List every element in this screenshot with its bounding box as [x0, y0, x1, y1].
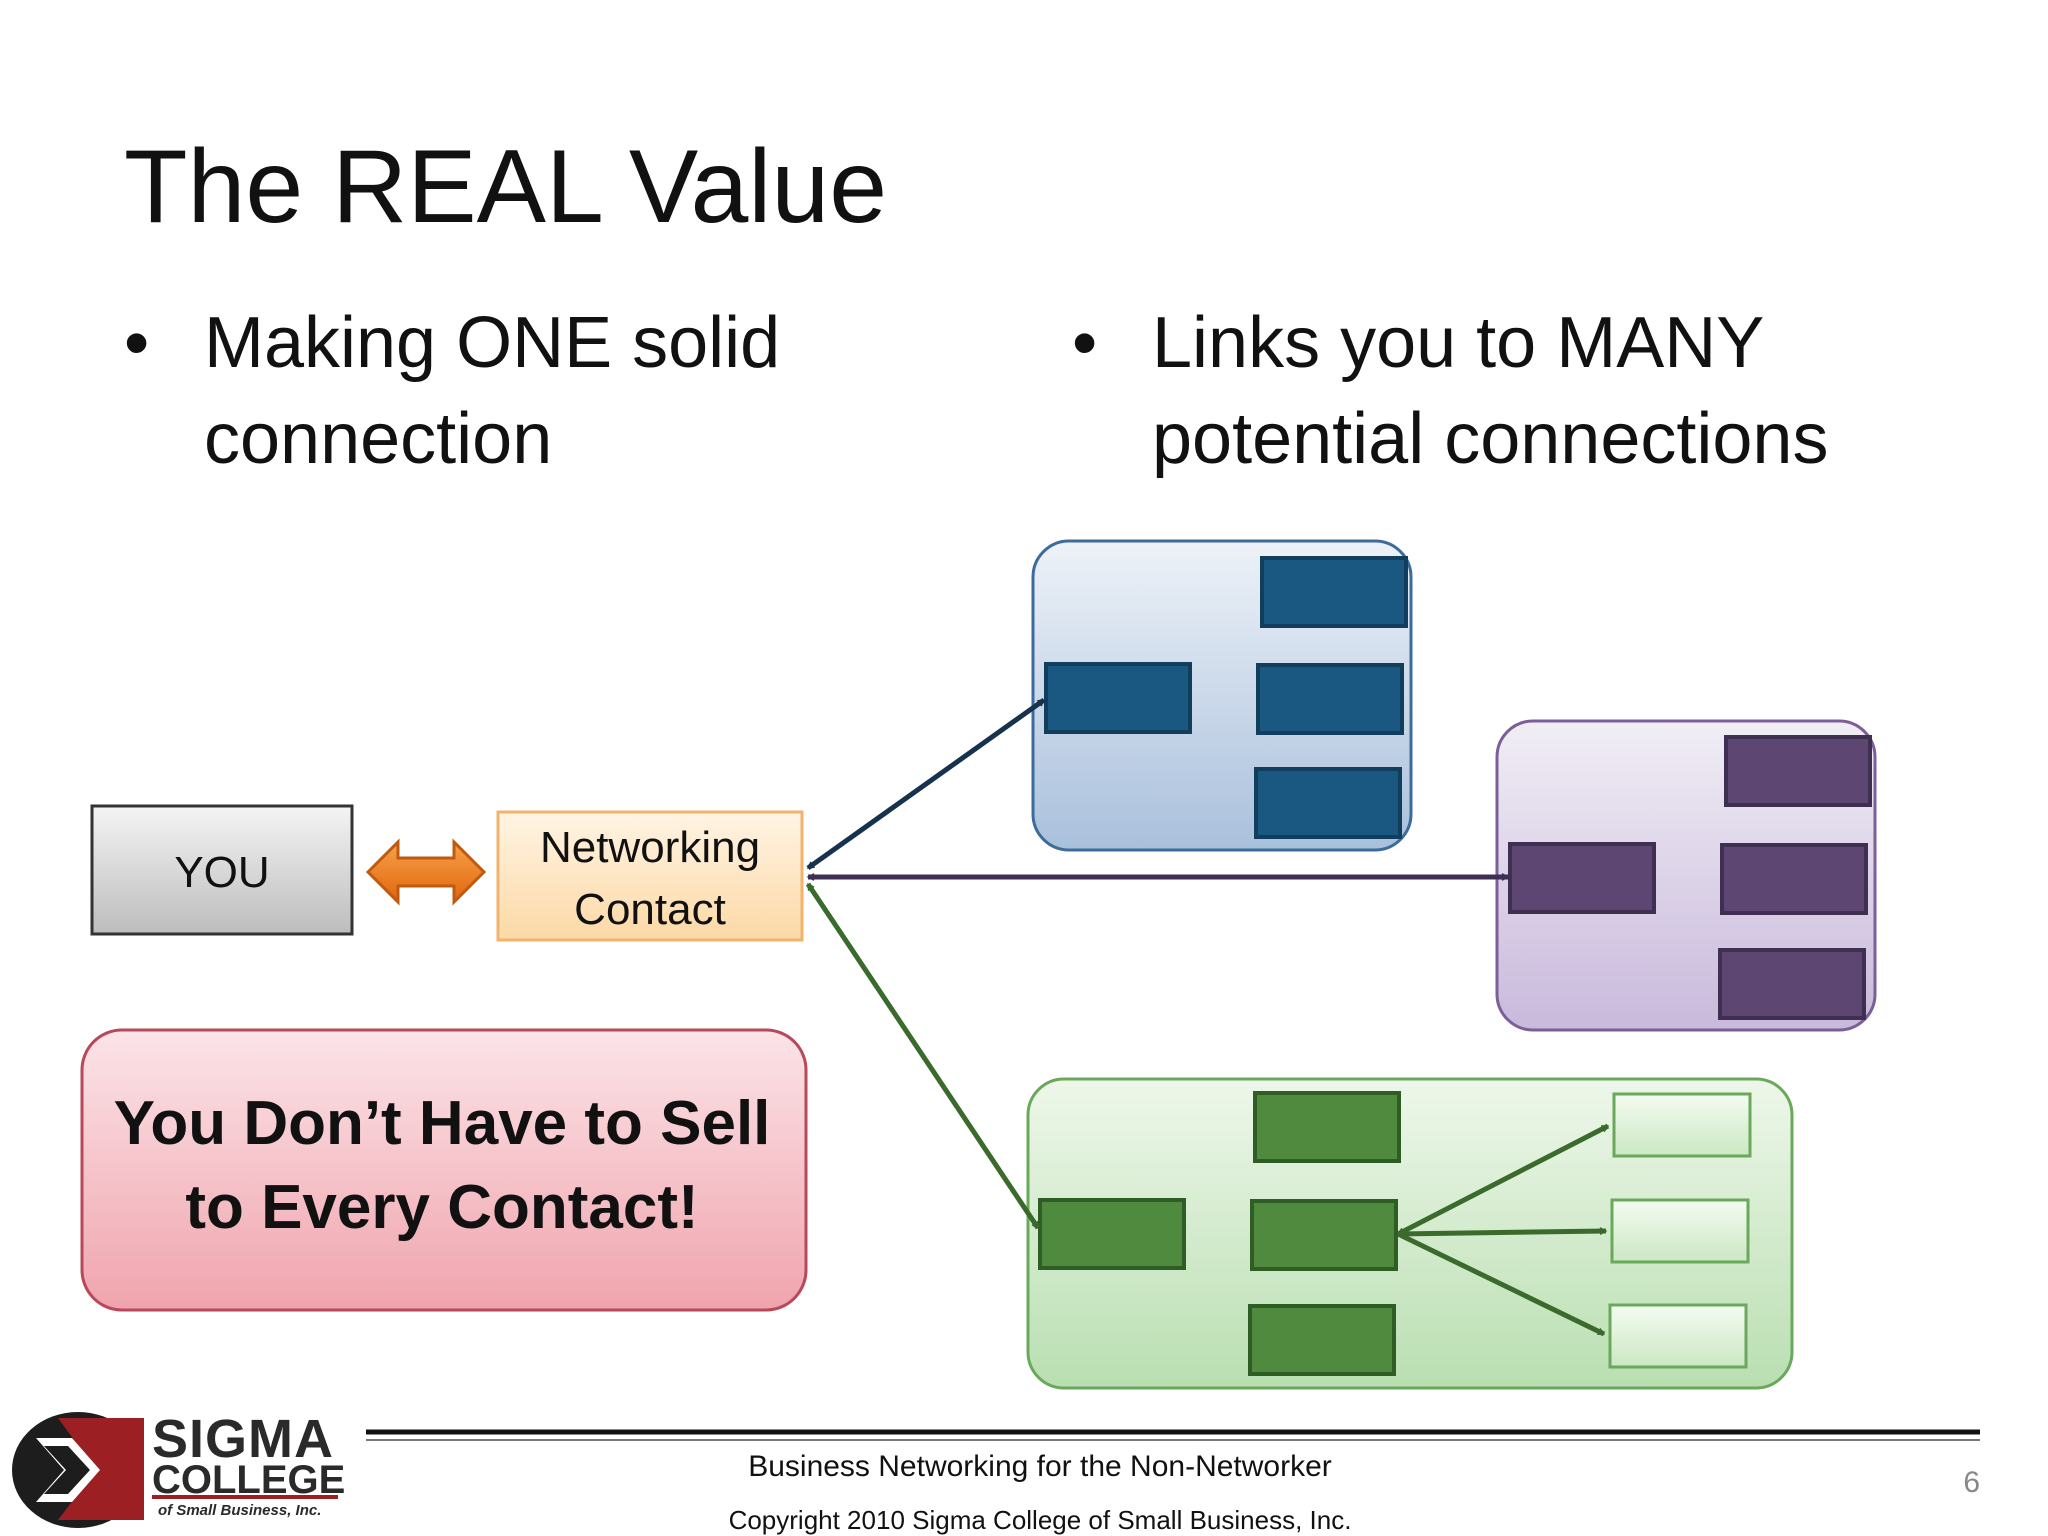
callout-line: You Don’t Have to Sell — [113, 1089, 771, 1158]
connector-green-sub — [1398, 1123, 1608, 1237]
blue-contact-box — [1044, 662, 1192, 734]
connector-green-sub — [1396, 1231, 1604, 1337]
you-node: YOU — [90, 804, 354, 936]
green-contact-box — [1250, 1199, 1398, 1271]
contact-label-line: Contact — [574, 885, 726, 934]
logo-tagline: of Small Business, Inc. — [158, 1502, 322, 1519]
green-sub-contact-box — [1608, 1303, 1748, 1369]
sigma-logo-icon — [12, 1412, 338, 1528]
blue-contact-box — [1260, 556, 1408, 628]
callout-line: to Every Contact! — [185, 1173, 699, 1242]
purple-contact-box — [1508, 842, 1656, 914]
footer-title: Business Networking for the Non-Networke… — [748, 1450, 1332, 1483]
logo-wordmark-college: COLLEGE — [152, 1458, 346, 1502]
green-sub-contact-box — [1610, 1198, 1750, 1264]
bullet-text-line: potential connections — [1152, 399, 1829, 479]
blue-contact-box — [1254, 767, 1402, 839]
connector-green — [805, 882, 1041, 1230]
you-label: YOU — [174, 848, 269, 897]
bullet-many-connections: • Links you to MANY potential connection… — [1072, 295, 2032, 495]
bullet-text-line: Links you to MANY — [1152, 303, 1765, 383]
connector-blue — [806, 697, 1046, 871]
bullet-text-line: Making ONE solid — [204, 303, 781, 383]
purple-contact-group — [1495, 719, 1877, 1032]
bullet-text-line: connection — [204, 399, 553, 479]
contact-label-line: Networking — [540, 823, 760, 872]
green-contact-box — [1253, 1091, 1401, 1163]
bullet-one-solid-connection: • Making ONE solid connection — [124, 295, 1024, 495]
networking-contact-node: Networking Contact — [496, 810, 804, 942]
bullet-marker: • — [1072, 303, 1098, 383]
purple-contact-box — [1720, 843, 1868, 915]
green-contact-box — [1038, 1198, 1186, 1270]
slide-title: The REAL Value — [124, 129, 888, 245]
blue-contact-box — [1256, 663, 1404, 735]
double-arrow-icon — [365, 838, 487, 906]
callout-text: You Don’t Have to Sell to Every Contact! — [80, 1082, 804, 1250]
callout-box — [80, 1028, 808, 1312]
green-sub-contact-box — [1612, 1092, 1752, 1158]
purple-contact-box — [1718, 948, 1866, 1020]
purple-contact-box — [1724, 735, 1872, 807]
bullet-marker: • — [124, 303, 150, 383]
connector-green-sub — [1397, 1231, 1606, 1237]
green-contact-box — [1248, 1304, 1396, 1376]
blue-contact-group — [1031, 539, 1413, 852]
logo-wordmark-sigma: SIGMA — [152, 1409, 335, 1469]
page-number: 6 — [1963, 1466, 1980, 1499]
footer-copyright: Copyright 2010 Sigma College of Small Bu… — [728, 1505, 1352, 1535]
